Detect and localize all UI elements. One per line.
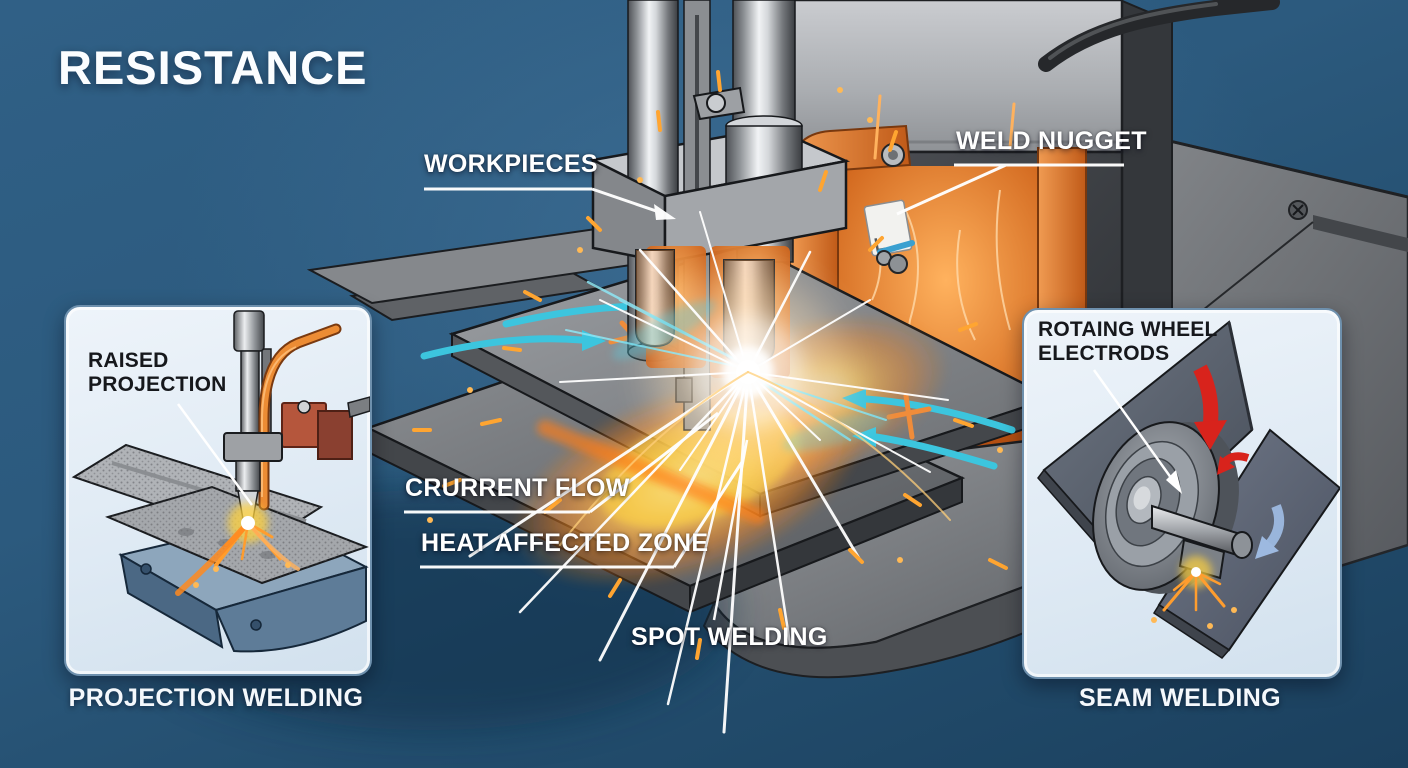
- label-spot-welding: SPOT WELDING: [631, 623, 828, 651]
- label-workpieces: WORKPIECES: [424, 150, 598, 178]
- seam-welding-illustration: [1037, 320, 1340, 659]
- rotation-arrows: [1193, 364, 1284, 559]
- page-title: RESISTANCE: [58, 41, 368, 94]
- projection-welding-panel: RAISED PROJECTION: [64, 305, 372, 676]
- wheel-electrode: [1092, 421, 1253, 594]
- screw-icon: [1288, 200, 1308, 220]
- projection-welding-illustration: [71, 310, 370, 653]
- seam-welding-panel: ROTAING WHEEL ELECTRODS: [1022, 308, 1342, 679]
- bolt-icon: [881, 143, 905, 167]
- heat-affected-zone-leader: [672, 461, 744, 568]
- seam-sparks: [1151, 556, 1237, 629]
- screw-icon: [250, 619, 262, 631]
- raised-projection-leader: [176, 403, 254, 506]
- wheel-electrode-leader: [1092, 369, 1176, 483]
- caption-projection-welding: PROJECTION WELDING: [68, 684, 364, 712]
- workpieces-arrowhead: [654, 204, 676, 220]
- sparks: [412, 70, 1048, 660]
- wheel-electrode-arrowhead: [1166, 470, 1182, 494]
- projection-sparks: [175, 503, 300, 596]
- spot-welding-leader: [712, 439, 749, 621]
- bolt-icon: [297, 400, 311, 414]
- label-current-flow: CRURRENT FLOW: [405, 474, 630, 502]
- projection-electrode-assembly: [223, 310, 370, 520]
- screw-icon: [140, 563, 152, 575]
- current-flow-leader: [589, 411, 719, 514]
- label-weld-nugget: WELD NUGGET: [956, 127, 1147, 155]
- callout-raised-projection: RAISED PROJECTION: [88, 349, 227, 396]
- bolt-icon: [706, 93, 726, 113]
- weld-nugget-leader: [896, 163, 1007, 216]
- valve-handle: [876, 240, 915, 274]
- callout-rotating-wheel: ROTAING WHEEL ELECTRODS: [1038, 318, 1218, 365]
- label-heat-affected-zone: HEAT AFFECTED ZONE: [421, 529, 709, 557]
- machine-cable: [1038, 0, 1280, 72]
- workpieces-leader: [591, 187, 663, 215]
- label-leader-lines: [404, 163, 1124, 621]
- caption-seam-welding: SEAM WELDING: [1078, 684, 1282, 712]
